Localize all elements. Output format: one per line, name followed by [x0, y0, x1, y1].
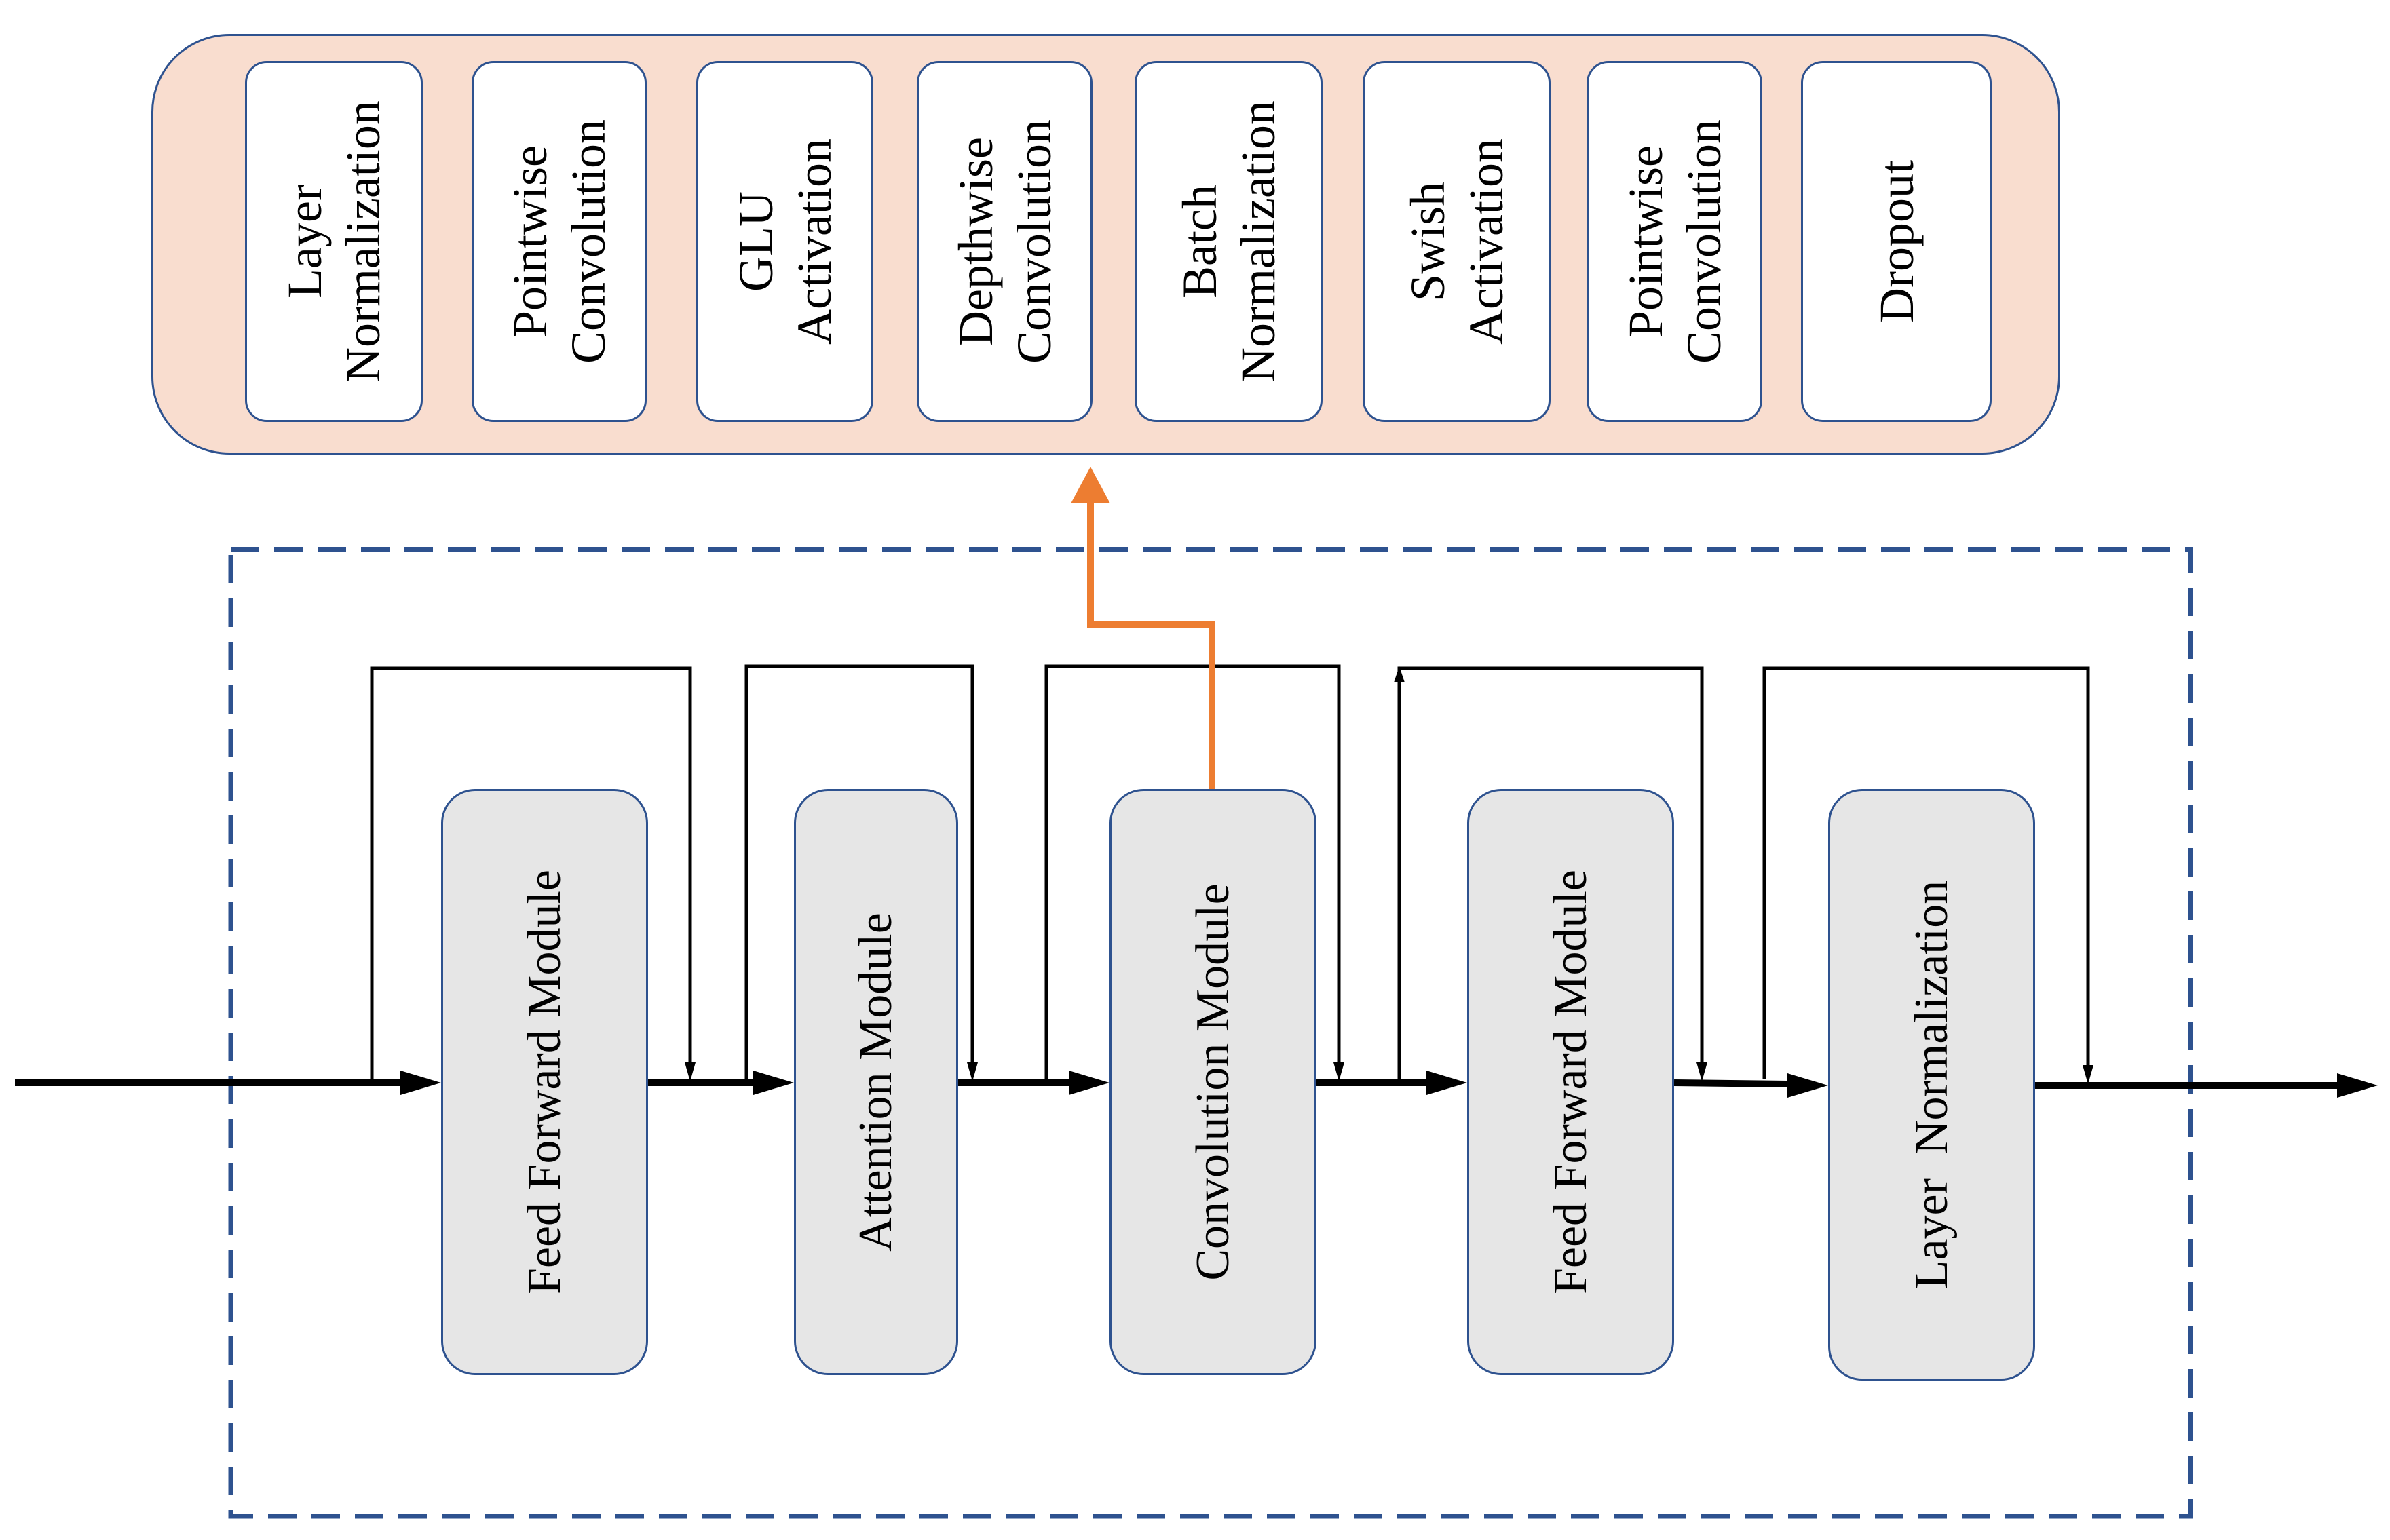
conv-step-line-2: Convolution: [561, 119, 615, 364]
conv-step-line-1: GLU: [728, 191, 783, 292]
conv-step-line-1: Depthwise: [948, 137, 1003, 346]
expansion-arrow: [1071, 467, 1215, 789]
convolution-module: Convolution Module: [1109, 789, 1316, 1375]
main-data-path: [15, 1071, 2378, 1098]
conv-step-line-1: Layer: [278, 185, 332, 299]
conv-step-line-1: Pointwise: [1618, 145, 1673, 339]
conv-step-line-2: Convolution: [1006, 119, 1061, 364]
residual-arrowheads: [685, 666, 2093, 1084]
module-label: Layer Normalization: [1905, 880, 1958, 1290]
layer-normalization-module: Layer Normalization: [1828, 789, 2035, 1381]
module-label: Attention Module: [850, 912, 902, 1252]
feed-forward-module-1: Feed Forward Module: [441, 789, 648, 1375]
conv-step-line-1: Batch: [1172, 185, 1227, 299]
conv-step-line-1: Pointwise: [503, 145, 557, 339]
conv-step-line-1: Dropout: [1869, 160, 1924, 323]
conv-step-line-2: Activation: [786, 138, 841, 345]
conformer-block-outline: [228, 547, 2193, 1519]
residual-connections: [370, 664, 2090, 1079]
module-label: Feed Forward Module: [1544, 869, 1597, 1295]
conv-step-line-2: Normalization: [336, 100, 390, 383]
conv-step-line-2: Normalization: [1230, 100, 1285, 383]
conv-step-dropout: Dropout: [1801, 61, 1992, 422]
module-label: Convolution Module: [1186, 883, 1239, 1281]
attention-module: Attention Module: [794, 789, 958, 1375]
conv-step-line-1: Swish: [1400, 181, 1455, 302]
module-label: Feed Forward Module: [518, 869, 571, 1295]
conv-step-line-2: Activation: [1458, 138, 1513, 345]
conv-step-line-2: Convolution: [1676, 119, 1731, 364]
feed-forward-module-2: Feed Forward Module: [1467, 789, 1674, 1375]
convolution-module-expansion: [151, 34, 2060, 455]
